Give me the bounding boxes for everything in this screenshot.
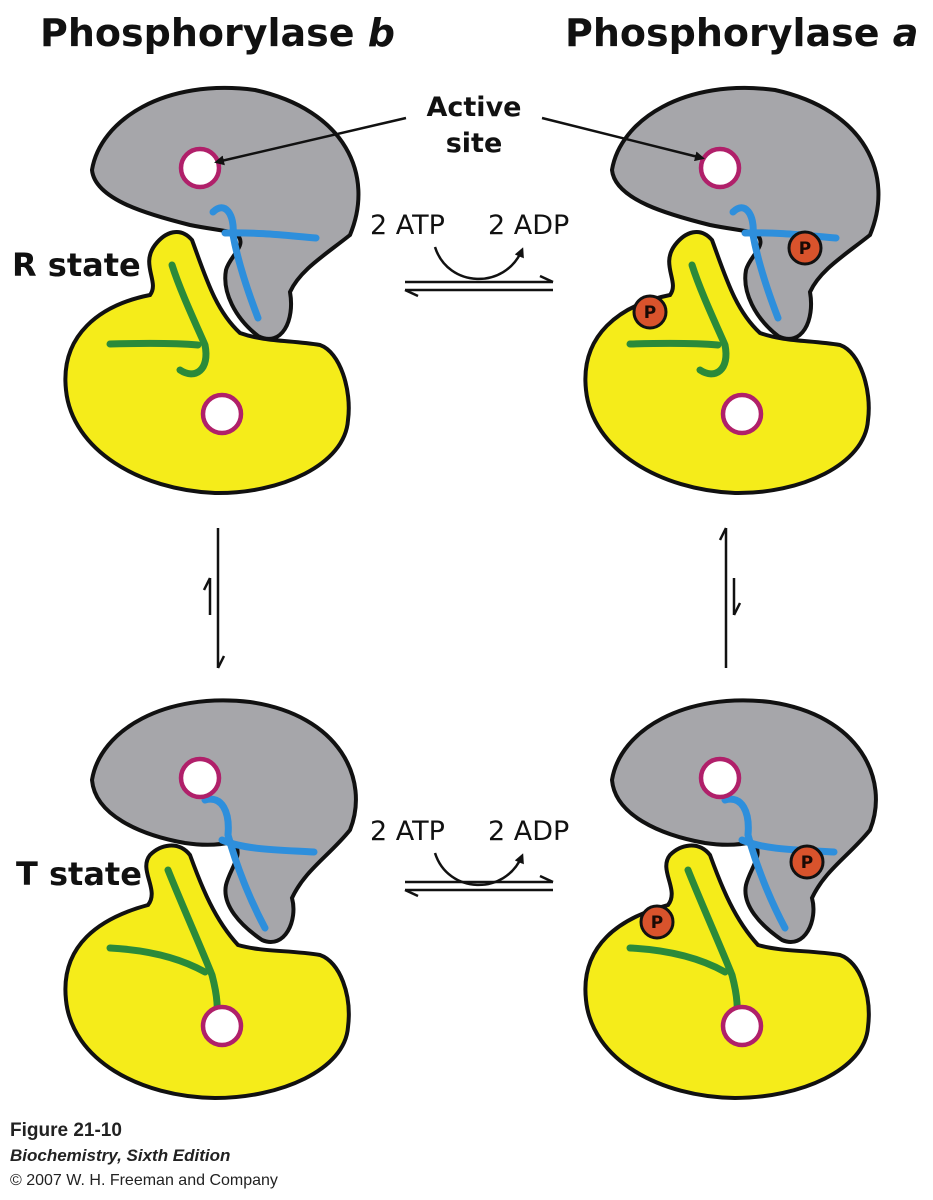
left-vertical-equilibrium-arrows [202,528,226,669]
bottom-equilibrium-arrows [404,874,554,898]
r-state-label: R state [12,246,141,284]
t-state-label: T state [16,855,142,893]
phosphate-group: P [789,844,825,880]
svg-text:P: P [801,853,813,873]
bottom-reactant-label: 2 ATP [370,816,445,847]
svg-text:P: P [799,239,811,259]
phosphate-group: P [639,904,675,940]
top-reactant-label: 2 ATP [370,210,445,241]
phosphorylase-b-t-state [65,700,356,1098]
svg-text:P: P [651,913,663,933]
active-site-pointer-left [214,116,407,166]
top-atp-adp-curve-arrow [433,246,524,281]
top-equilibrium-arrows [404,274,554,298]
phosphate-group: P [787,230,823,266]
phosphorylase-b-title: Phosphorylase b [40,11,395,55]
phosphorylase-b-r-state [65,88,358,493]
active-site-pointer-right [541,116,705,162]
bottom-product-label: 2 ADP [488,816,569,847]
figure-number: Figure 21-10 [10,1120,122,1141]
book-title: Biochemistry, Sixth Edition [10,1146,231,1165]
active-site-label-line2: site [446,128,503,159]
phosphorylase-a-t-state [585,700,876,1098]
active-site-label-line1: Active [427,92,522,123]
phosphorylase-a-r-state [585,88,878,493]
top-product-label: 2 ADP [488,210,569,241]
svg-text:P: P [644,303,656,323]
phosphate-group: P [632,294,668,330]
bottom-atp-adp-curve-arrow [433,852,524,887]
phosphorylase-a-title: Phosphorylase a [565,11,918,55]
right-vertical-equilibrium-arrows [718,527,742,668]
copyright-line: © 2007 W. H. Freeman and Company [10,1172,278,1189]
